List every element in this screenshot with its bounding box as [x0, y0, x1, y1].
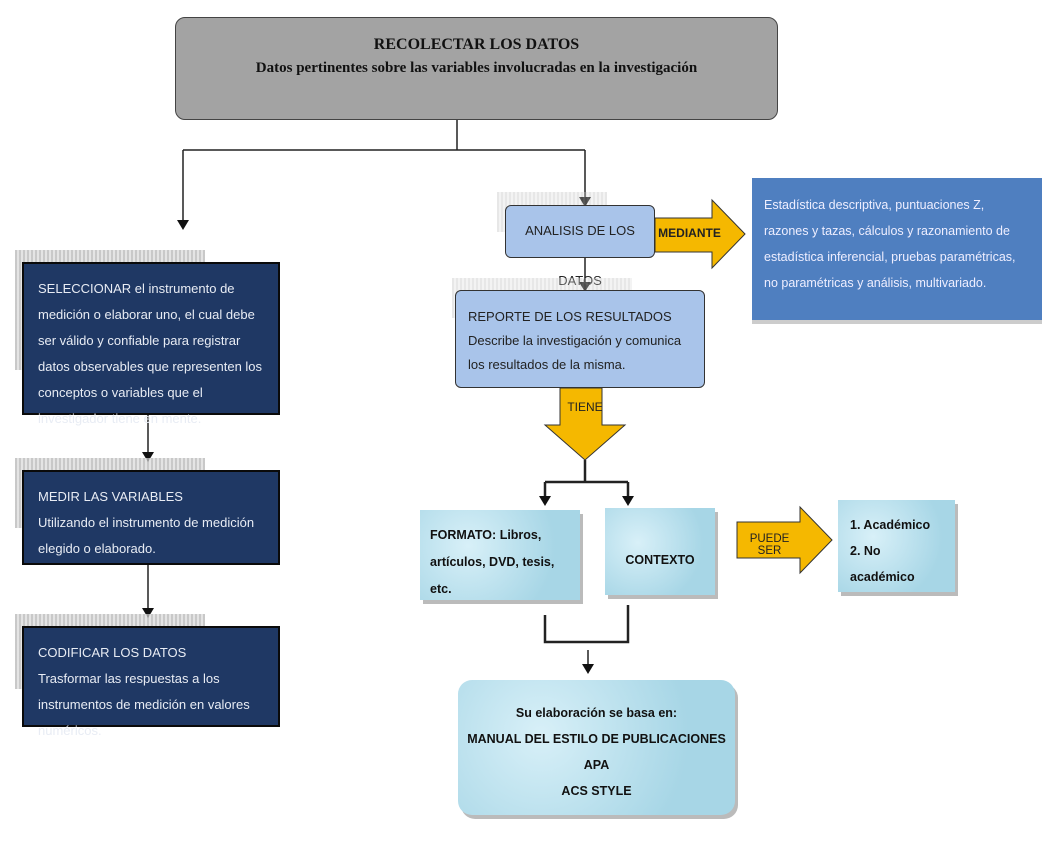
analisis-box: ANALISIS DE LOS DATOS [505, 205, 655, 288]
tipo-no-academico: 2. No académico [850, 544, 915, 584]
seleccionar-text: SELECCIONAR el instrumento de medición o… [38, 281, 263, 426]
formato-box: FORMATO: Libros, artículos, DVD, tesis, … [420, 510, 580, 600]
main-title: RECOLECTAR LOS DATOS [373, 36, 580, 53]
contexto-label: CONTEXTO [625, 553, 695, 567]
puede-ser-label: PUEDE SER [749, 533, 790, 557]
codificar-text: Trasformar las respuestas a los instrume… [38, 671, 250, 738]
medir-text: Utilizando el instrumento de medición el… [38, 515, 255, 556]
codificar-title: CODIFICAR LOS DATOS [38, 645, 187, 660]
reporte-box: REPORTE DE LOS RESULTADOS Describe la inv… [455, 290, 705, 388]
analisis-label: ANALISIS DE LOS DATOS [525, 223, 635, 288]
tiene-arrow [543, 387, 627, 461]
reporte-text: Describe la investigación y comunica los… [468, 333, 682, 372]
reporte-title: REPORTE DE LOS RESULTADOS [468, 309, 672, 324]
base-line2: MANUAL DEL ESTILO DE PUBLICACIONES APA [467, 732, 726, 772]
base-line3: ACS STYLE [561, 784, 632, 798]
tiene-label: TIENE [567, 400, 603, 414]
branch-connector [543, 460, 630, 500]
mediante-label: MEDIANTE [658, 226, 721, 240]
merge-connector [543, 605, 630, 644]
seleccionar-box: SELECCIONAR el instrumento de medición o… [22, 262, 280, 426]
base-box: Su elaboración se basa en: MANUAL DEL EST… [458, 680, 735, 815]
formato-label: FORMATO: [430, 528, 497, 542]
main-subtitle: Datos pertinentes sobre las variables in… [255, 60, 698, 76]
recolectar-datos-box: RECOLECTAR LOS DATOS Datos pertinentes s… [175, 17, 778, 120]
medir-title: MEDIR LAS VARIABLES [38, 489, 183, 504]
tipo-academico: 1. Académico [850, 518, 931, 532]
arrowheads [142, 197, 634, 674]
medir-box: MEDIR LAS VARIABLES Utilizando el instrum… [22, 470, 280, 565]
estadistica-text: Estadística descriptiva, puntuaciones Z,… [764, 198, 1016, 290]
mediante-arrow [654, 198, 746, 270]
contexto-box: CONTEXTO [605, 508, 715, 595]
tipos-box: 1. Académico 2. No académico [838, 500, 955, 592]
codificar-box: CODIFICAR LOS DATOS Trasformar las respue… [22, 626, 280, 738]
top-connector [182, 120, 586, 225]
base-line1: Su elaboración se basa en: [515, 706, 678, 720]
puede-ser-arrow [736, 505, 833, 575]
formato-text: Libros, artículos, DVD, tesis, etc. [430, 528, 555, 596]
estadistica-box: Estadística descriptiva, puntuaciones Z,… [752, 178, 1042, 320]
